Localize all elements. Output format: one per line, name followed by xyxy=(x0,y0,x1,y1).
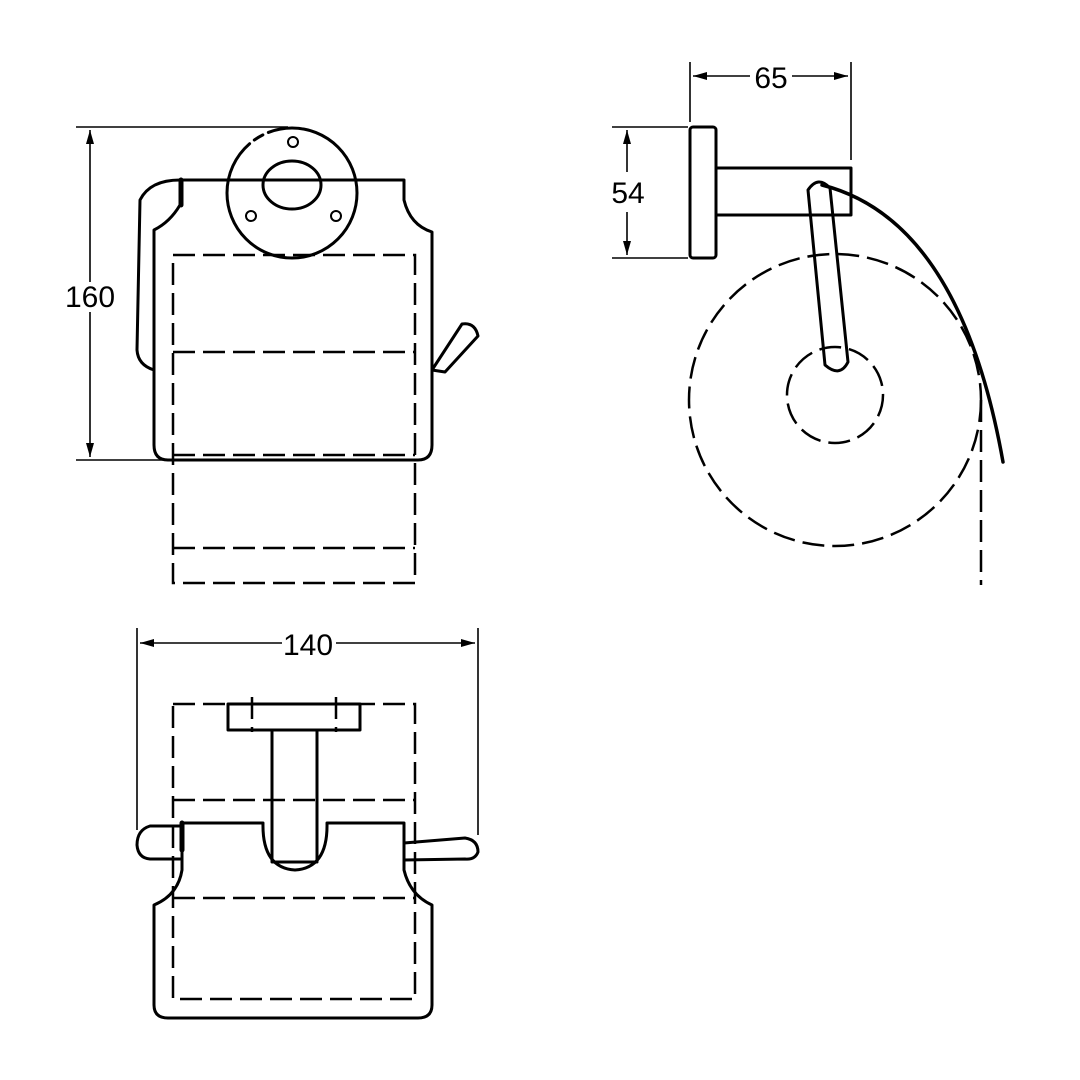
dimension-54: 54 xyxy=(611,177,644,210)
lever xyxy=(430,322,480,374)
hinge-arm xyxy=(135,178,182,372)
top-view: 140 xyxy=(135,628,480,1020)
cover-outline xyxy=(152,178,434,462)
dimension-65: 65 xyxy=(754,62,787,95)
hinge-knob xyxy=(135,824,182,861)
arm xyxy=(714,166,853,217)
paper-roll-hidden xyxy=(171,702,417,1001)
arm xyxy=(270,728,319,864)
paper-roll-hidden xyxy=(171,253,417,585)
rosette xyxy=(225,126,359,260)
roll-outer-hidden xyxy=(687,252,983,548)
lever xyxy=(402,836,480,862)
cover-outline xyxy=(152,821,434,1020)
spindle xyxy=(806,180,850,373)
roll-core-hidden xyxy=(785,345,885,445)
wall-plate xyxy=(226,702,362,732)
wall-plate xyxy=(688,125,718,260)
dimension-160: 160 xyxy=(65,281,115,314)
dimension-140: 140 xyxy=(283,629,333,662)
side-view: 65 54 xyxy=(611,62,1005,585)
front-view: 160 xyxy=(65,126,480,585)
rosette-slot xyxy=(261,159,323,211)
cover-flap xyxy=(820,183,1005,464)
